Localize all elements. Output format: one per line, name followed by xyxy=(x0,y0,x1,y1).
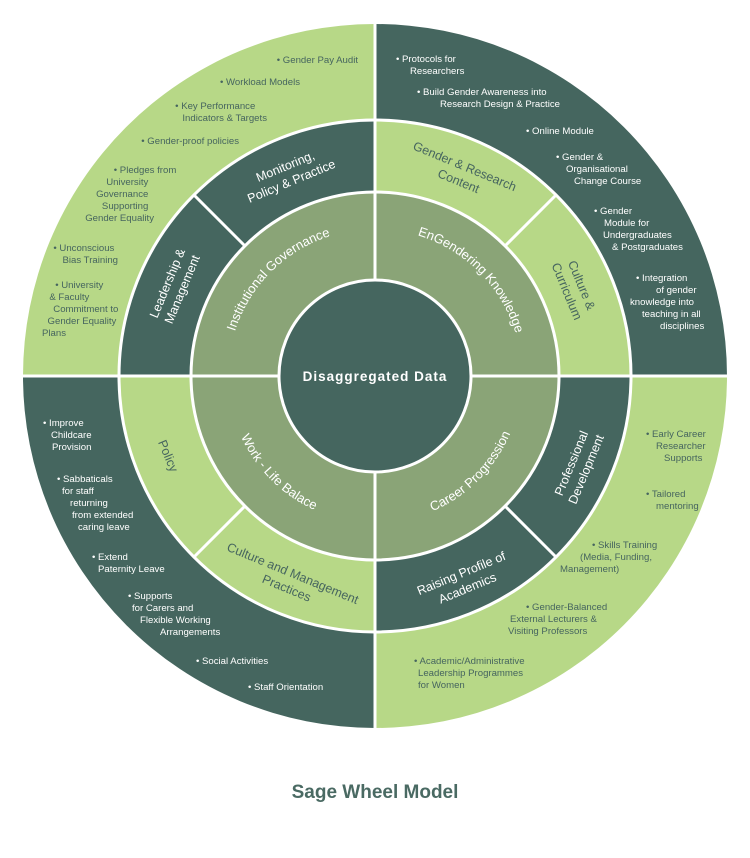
outer-item: • Early Career Researcher Supports xyxy=(646,429,709,464)
outer-item: • Gender-Balanced External Lecturers & V… xyxy=(508,602,610,637)
outer-quadrant-bottom-right xyxy=(375,376,727,728)
outer-item: • Gender Module for Undergraduates & Pos… xyxy=(594,206,683,253)
outer-item: • Workload Models xyxy=(220,77,300,88)
middle-segment-monitoring-policy-practice xyxy=(194,120,375,246)
outer-item: • Social Activities xyxy=(196,656,268,667)
outer-list-bottom-right: • Early Career Researcher Supports • Tai… xyxy=(414,429,709,691)
middle-segment-culture-management-practices xyxy=(194,506,375,632)
center-circle xyxy=(279,280,471,472)
outer-item: • Skills Training (Media, Funding, Manag… xyxy=(560,540,660,575)
outer-quadrant-top-right xyxy=(375,24,727,376)
outer-item: • Academic/Administrative Leadership Pro… xyxy=(414,656,527,691)
outer-item: • Staff Orientation xyxy=(248,682,323,693)
outer-item: • Sabbaticals for staff returning from e… xyxy=(57,474,136,533)
middle-segment-leadership-management xyxy=(119,195,245,376)
outer-item: • Tailored mentoring xyxy=(646,489,699,512)
middle-segment-professional-development xyxy=(505,376,631,557)
ring-dividers xyxy=(23,24,727,728)
outer-quadrant-top-left xyxy=(23,24,375,376)
center-label: Disaggregated Data xyxy=(303,369,448,384)
middle-segment-policy xyxy=(119,376,245,557)
middle-segment-raising-profile xyxy=(375,506,556,632)
outer-list-top-right: • Protocols for Researchers • Build Gend… xyxy=(396,54,704,332)
outer-item: • Extend Paternity Leave xyxy=(92,552,165,575)
outer-item: • Unconscious Bias Training xyxy=(53,243,118,266)
outer-item: • Gender-proof policies xyxy=(141,136,239,147)
outer-item: • Supports for Carers and Flexible Worki… xyxy=(128,591,220,638)
sage-wheel-diagram: Institutional Governance EnGendering Kno… xyxy=(23,24,727,728)
outer-item: • Protocols for Researchers xyxy=(396,54,465,77)
outer-item: • Key Performance Indicators & Targets xyxy=(175,101,267,124)
middle-segment-gender-research-content xyxy=(375,120,556,246)
outer-item: • Improve Childcare Provision xyxy=(43,418,94,453)
outer-list-top-left: • Gender Pay Audit • Workload Models • K… xyxy=(42,55,358,339)
outer-item: • University & Faculty Commitment to Gen… xyxy=(42,280,121,339)
outer-item: • Build Gender Awareness into Research D… xyxy=(417,87,560,110)
outer-item: • Gender Pay Audit xyxy=(277,55,359,66)
diagram-caption: Sage Wheel Model xyxy=(291,782,459,803)
outer-quadrant-bottom-left xyxy=(23,376,375,728)
outer-list-bottom-left: • Improve Childcare Provision • Sabbatic… xyxy=(43,418,323,693)
outer-item: • Online Module xyxy=(526,126,594,137)
outer-item: • Gender & Organisational Change Course xyxy=(556,152,641,187)
middle-segment-culture-curriculum xyxy=(505,195,631,376)
outer-item: • Pledges from University Governance Sup… xyxy=(85,165,179,224)
outer-item: • Integration of gender knowledge into t… xyxy=(630,273,704,332)
